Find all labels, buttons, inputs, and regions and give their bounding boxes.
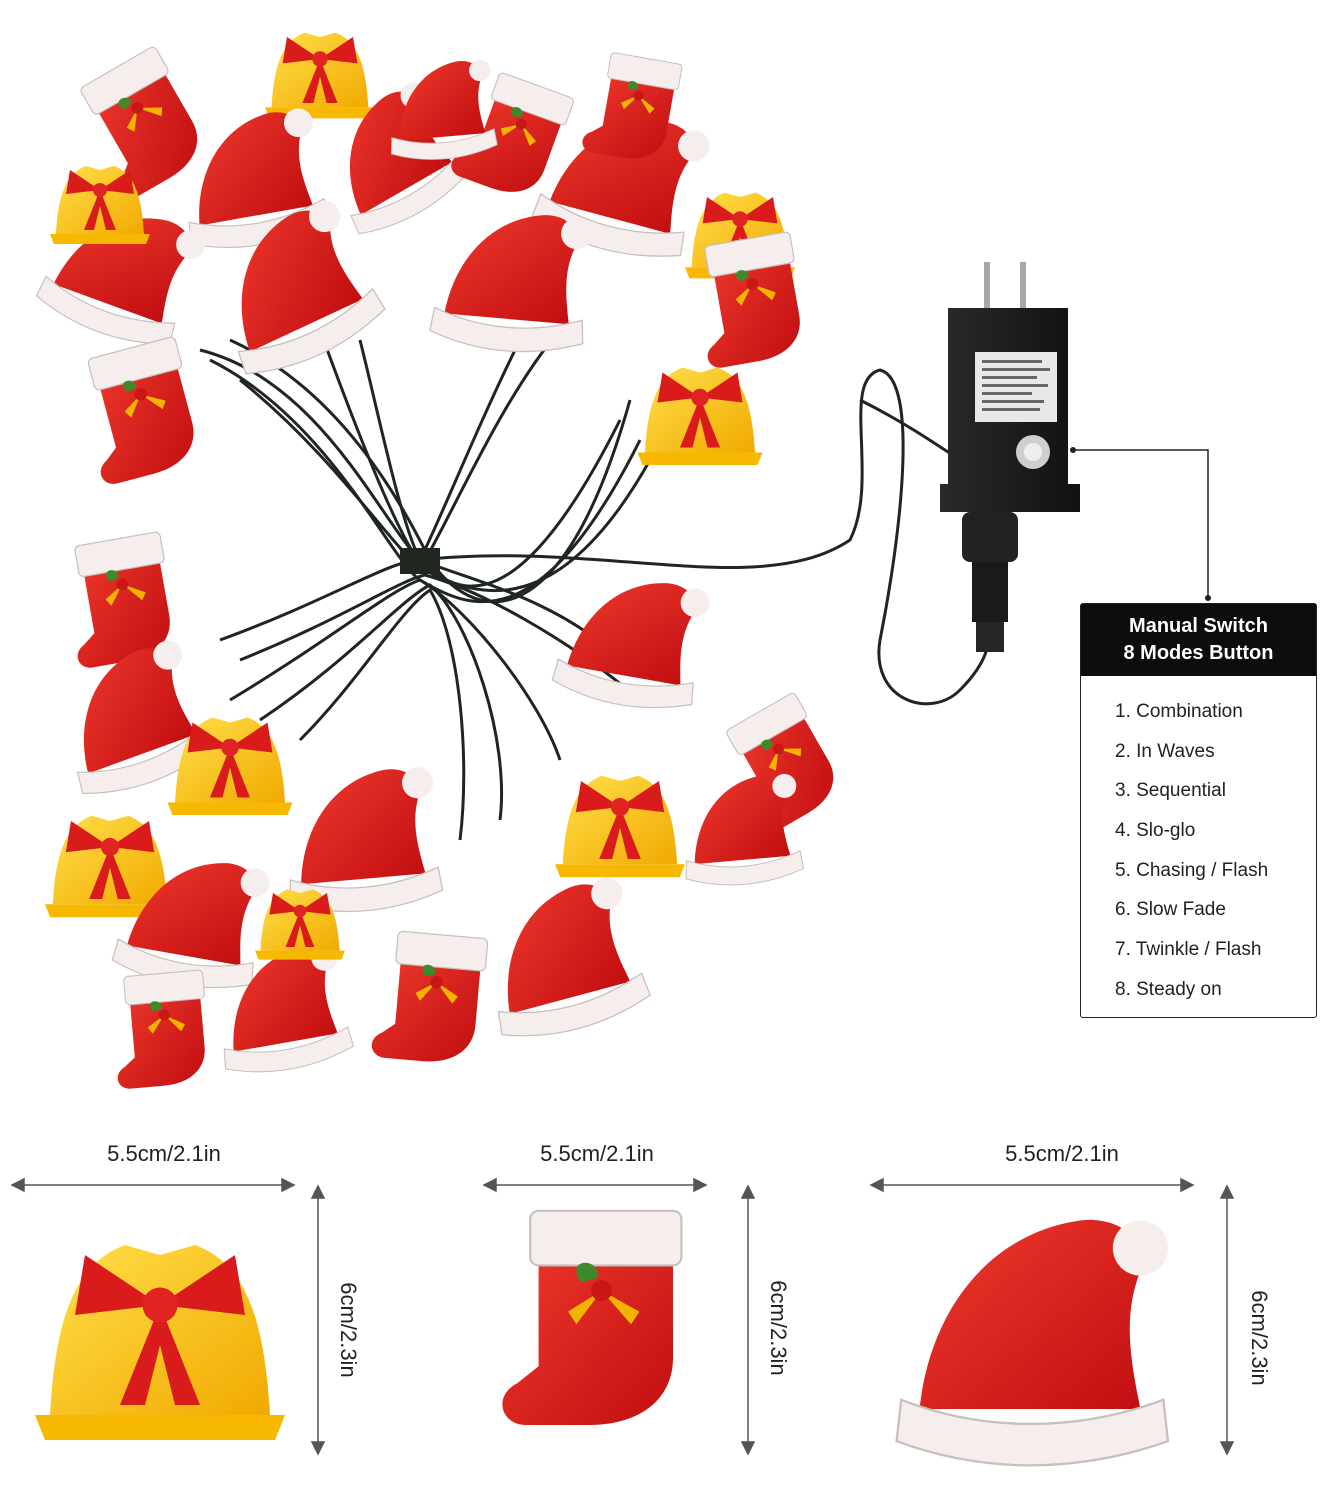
stocking-icon <box>501 1209 683 1427</box>
santa-hat-icon <box>895 1218 1170 1467</box>
mode-item: 2. In Waves <box>1115 740 1215 762</box>
stocking-height-label: 6cm/2.3in <box>766 1280 791 1376</box>
light-cluster-top <box>31 32 812 488</box>
mode-list: 1. Combination 2. In Waves 3. Sequential… <box>1081 676 1316 1010</box>
modes-callout: Manual Switch 8 Modes Button 1. Combinat… <box>1080 603 1317 1018</box>
bell-width-label: 5.5cm/2.1in <box>107 1141 221 1166</box>
mode-item: 6. Slow Fade <box>1115 899 1226 921</box>
callout-title-line2: 8 Modes Button <box>1123 642 1274 664</box>
stocking-width-label: 5.5cm/2.1in <box>540 1141 654 1166</box>
dimension-arrows <box>10 1177 1235 1456</box>
bell-icon <box>35 1245 285 1440</box>
power-adapter-icon <box>940 262 1080 652</box>
wire-bundle <box>199 329 992 841</box>
mode-item: 7. Twinkle / Flash <box>1115 939 1262 961</box>
mode-item: 1. Combination <box>1115 701 1243 722</box>
bell-height-label: 6cm/2.3in <box>336 1282 361 1378</box>
light-cluster-bottom <box>42 530 851 1091</box>
mode-item: 4. Slo-glo <box>1115 820 1196 842</box>
callout-title: Manual Switch 8 Modes Button <box>1081 604 1316 676</box>
mode-item: 8. Steady on <box>1115 978 1222 1000</box>
mode-item: 3. Sequential <box>1115 780 1226 802</box>
hat-width-label: 5.5cm/2.1in <box>1005 1141 1119 1166</box>
hat-height-label: 6cm/2.3in <box>1247 1290 1272 1386</box>
wire-tie <box>400 548 440 574</box>
mode-item: 5. Chasing / Flash <box>1115 859 1269 881</box>
callout-leader-line <box>1073 449 1209 598</box>
callout-title-line1: Manual Switch <box>1129 615 1268 637</box>
